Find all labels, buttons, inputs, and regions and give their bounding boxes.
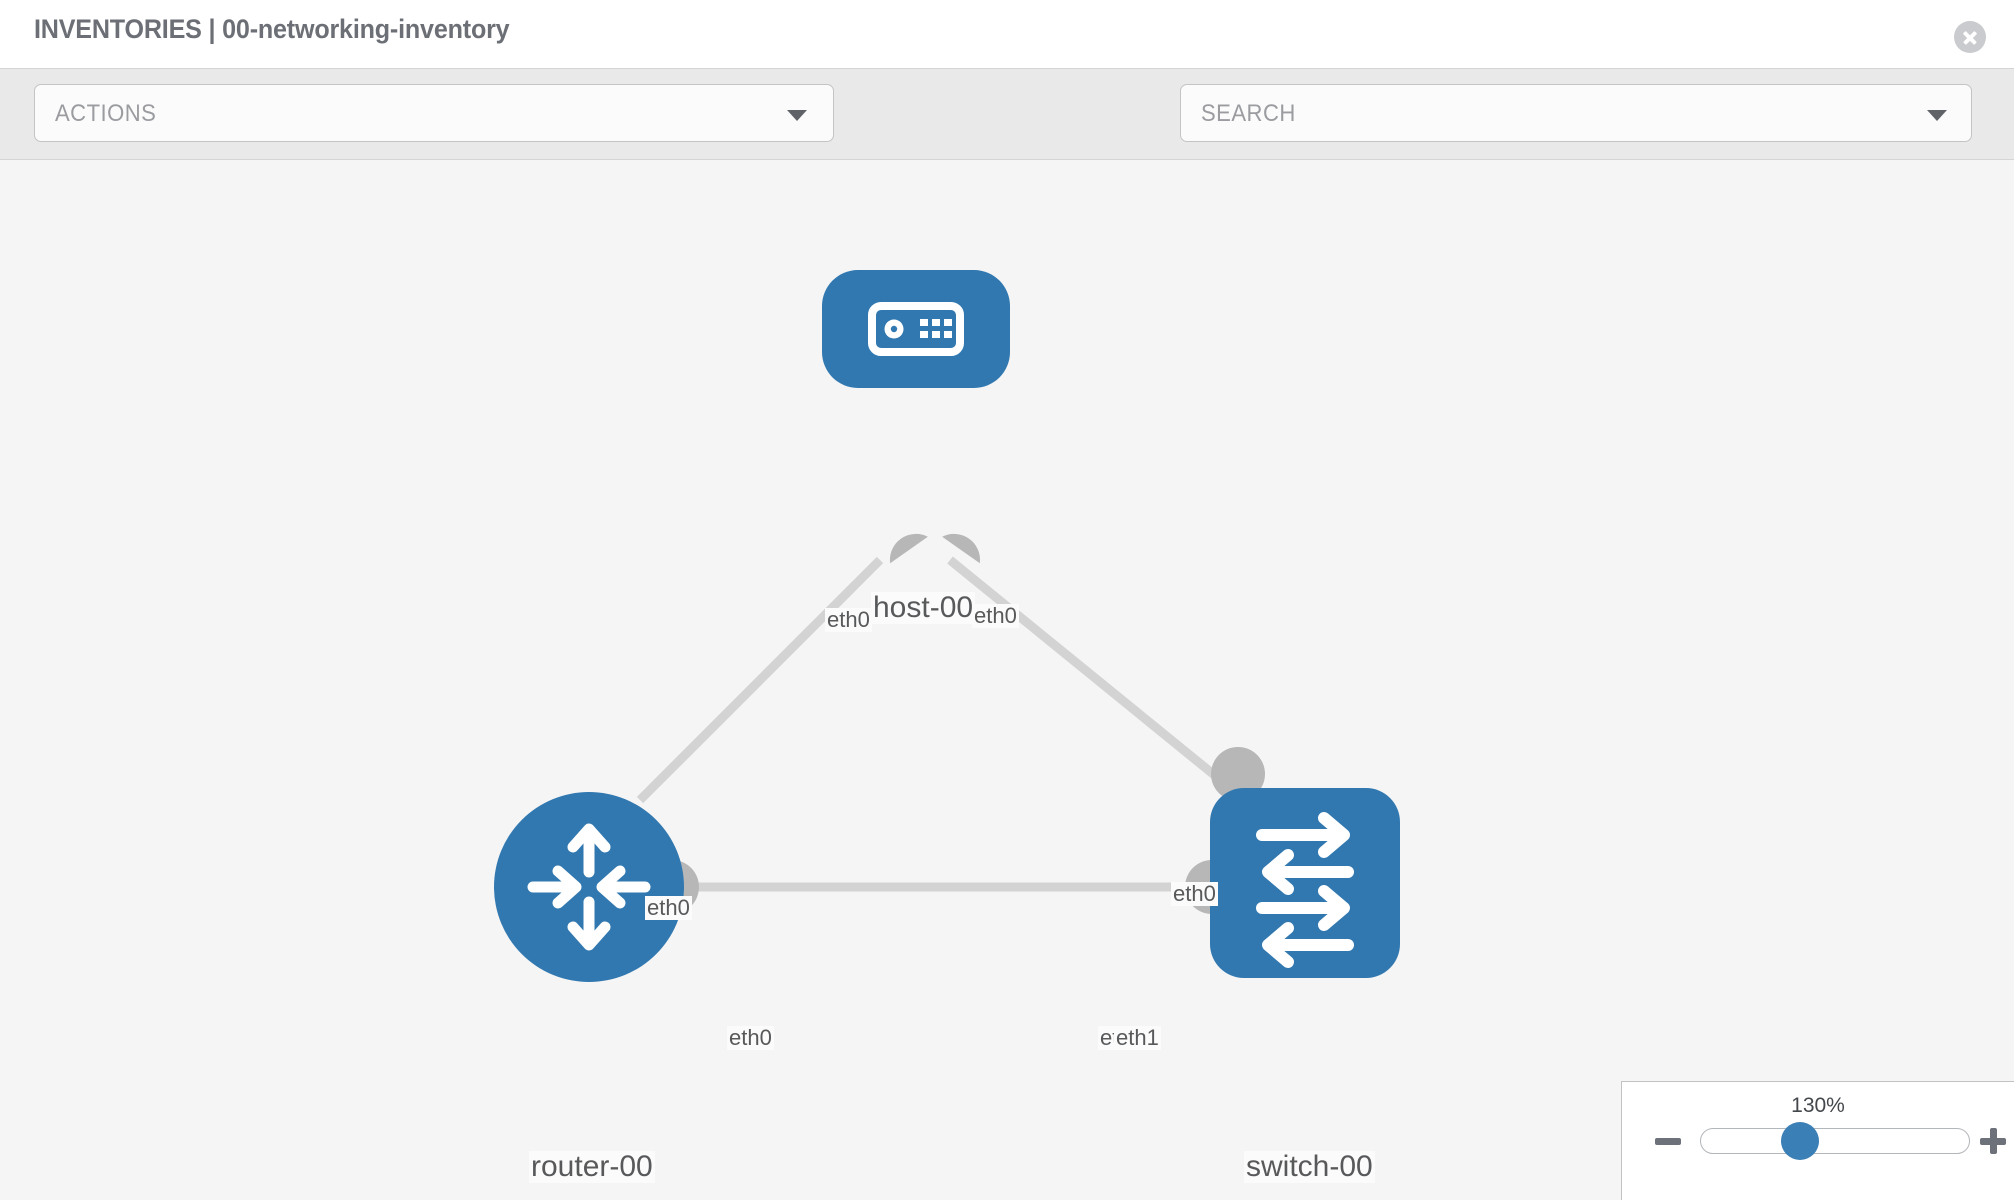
actions-dropdown-label: ACTIONS <box>55 100 157 127</box>
interface-connectors <box>672 525 1265 914</box>
actions-dropdown[interactable]: ACTIONS <box>34 84 834 142</box>
connector-host-eth0-right[interactable] <box>942 525 988 564</box>
search-placeholder: SEARCH <box>1201 100 1296 127</box>
node-label-host-00: host-00 <box>871 591 976 624</box>
search-input[interactable]: SEARCH <box>1180 84 1972 142</box>
interface-label-router-eth0-uplink: eth0 <box>645 895 692 920</box>
interface-label-host-eth0-right: eth0 <box>972 603 1019 628</box>
interface-label-switch-eth1: eth1 <box>1114 1025 1161 1050</box>
node-host-00[interactable] <box>822 270 1010 388</box>
server-icon <box>868 302 964 356</box>
node-router-00[interactable] <box>494 792 684 982</box>
chevron-down-icon <box>787 110 807 121</box>
interface-label-router-eth0: eth0 <box>727 1025 774 1050</box>
node-host-00-shape[interactable] <box>822 270 1010 388</box>
connector-switch-eth0[interactable] <box>1211 747 1265 801</box>
node-switch-00[interactable] <box>1210 788 1400 978</box>
chevron-down-icon[interactable] <box>1927 110 1947 121</box>
link-router-host[interactable] <box>636 556 884 804</box>
interface-label-switch-eth0-uplink: eth0 <box>1171 881 1218 906</box>
switch-icon <box>1256 812 1354 968</box>
interface-label-host-eth0-left: eth0 <box>825 607 872 632</box>
zoom-percent-label: 130% <box>1791 1094 1845 1117</box>
zoom-control-panel: 130% <box>1621 1081 2014 1200</box>
topology-graph <box>494 270 1400 982</box>
page-header: INVENTORIES | 00-networking-inventory <box>0 0 2014 68</box>
page-title: INVENTORIES | 00-networking-inventory <box>34 14 510 44</box>
minus-icon[interactable] <box>1655 1138 1681 1145</box>
plus-icon[interactable] <box>1980 1128 2006 1154</box>
close-icon[interactable] <box>1954 21 1986 53</box>
connector-host-eth0-left[interactable] <box>882 525 928 564</box>
link-host-switch[interactable] <box>947 556 1248 804</box>
zoom-slider-thumb[interactable] <box>1781 1122 1819 1160</box>
toolbar: ACTIONS SEARCH <box>0 68 2014 196</box>
router-icon <box>527 823 651 951</box>
topology-canvas[interactable]: host-00 router-00 switch-00 eth0 eth0 et… <box>0 160 2014 1200</box>
node-label-router-00: router-00 <box>529 1150 655 1183</box>
node-router-00-shape[interactable] <box>494 792 684 982</box>
node-label-switch-00: switch-00 <box>1244 1150 1375 1183</box>
topology-links <box>636 556 1248 892</box>
zoom-slider-track[interactable] <box>1700 1128 1970 1154</box>
